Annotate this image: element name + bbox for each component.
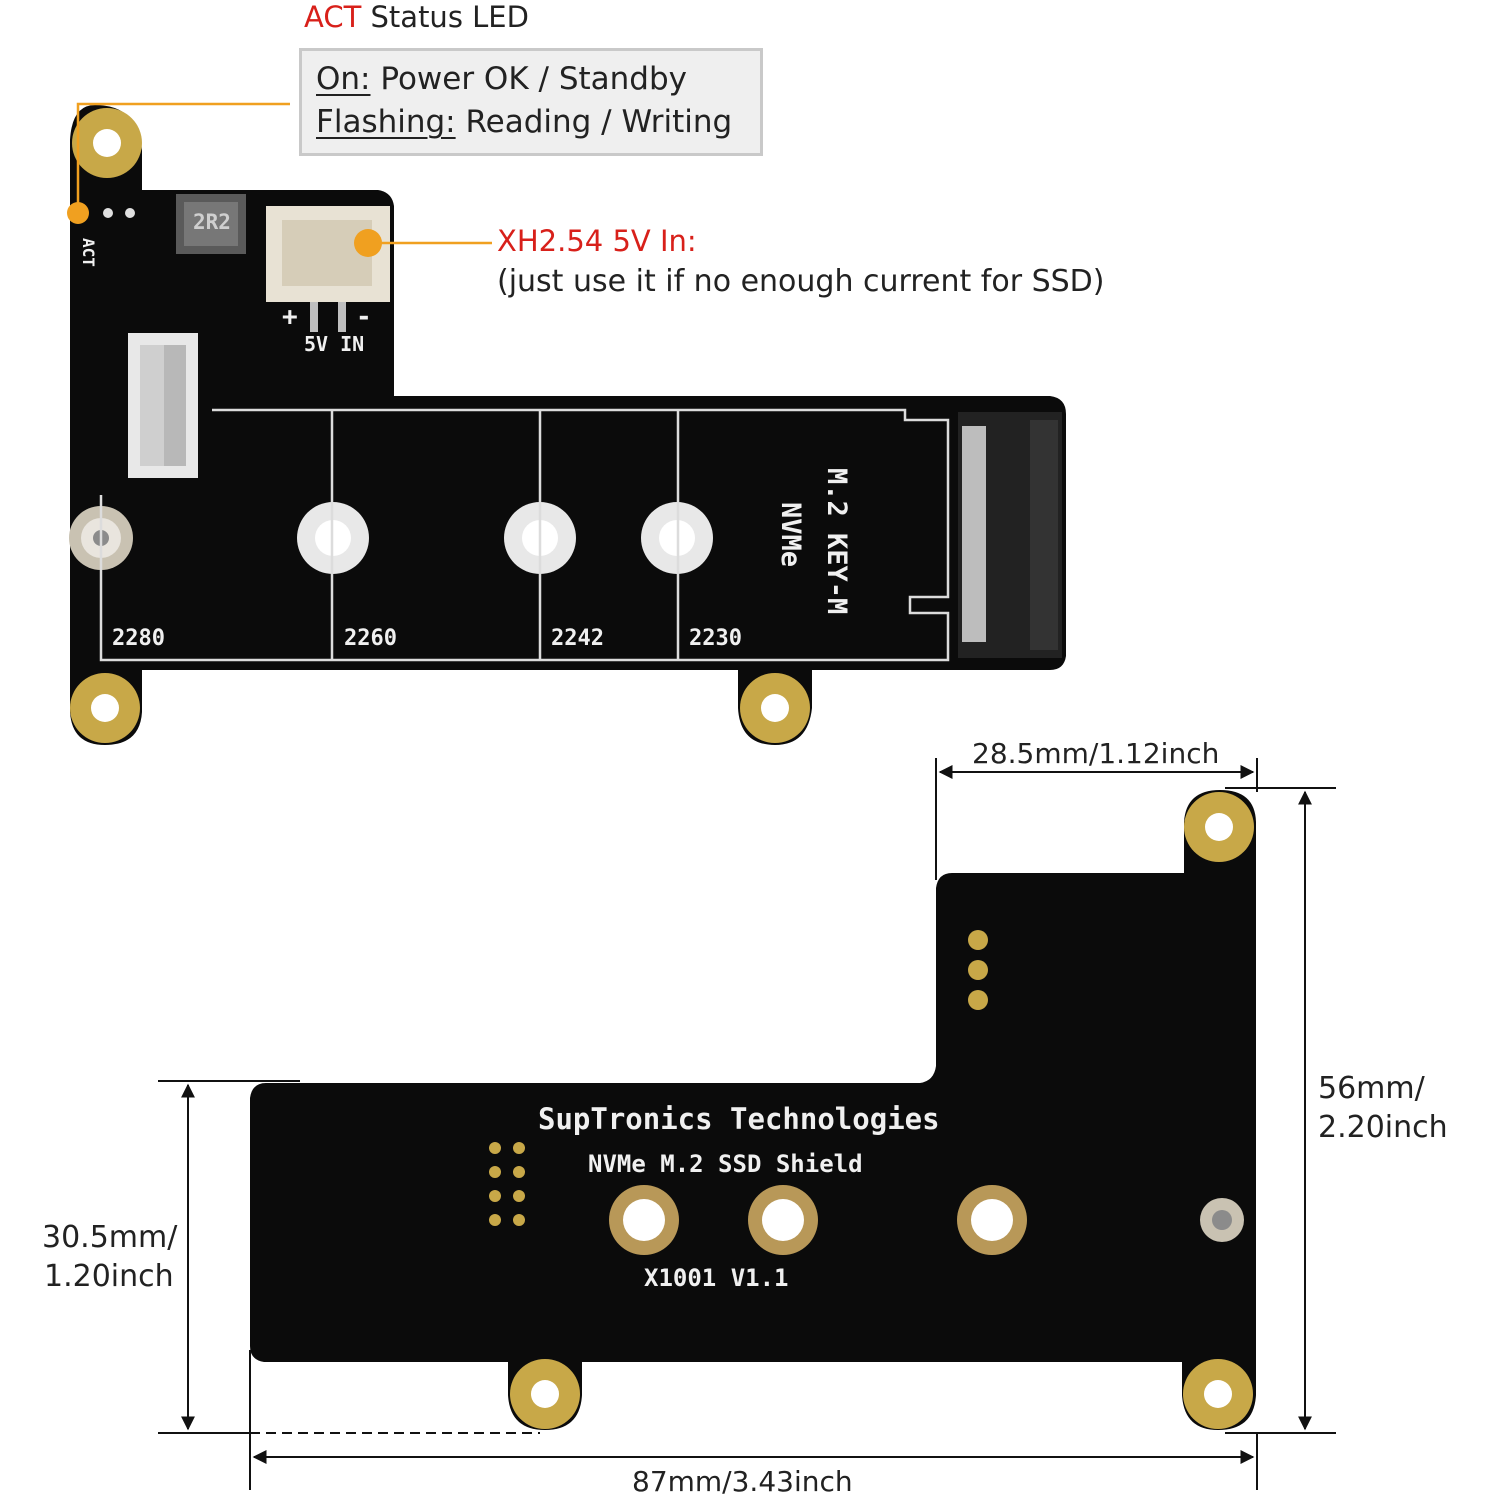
brand-label: SupTronics Technologies bbox=[538, 1102, 940, 1136]
dim-top-width: 28.5mm/1.12inch bbox=[972, 737, 1220, 770]
back-standoff bbox=[1200, 1198, 1244, 1242]
act-status-box bbox=[299, 48, 763, 156]
front-mount-hole-top bbox=[72, 108, 142, 178]
model-label: X1001 V1.1 bbox=[644, 1264, 789, 1292]
act-led bbox=[67, 202, 89, 224]
dim-height-line1: 56mm/ bbox=[1318, 1071, 1425, 1106]
front-board bbox=[67, 105, 1066, 745]
back-mount-hole-bottom-right bbox=[1183, 1359, 1253, 1429]
act-on-line: On: Power OK / Standby bbox=[316, 61, 687, 97]
silkscreen-lines bbox=[99, 408, 950, 662]
small-led-2 bbox=[125, 208, 135, 218]
front-mount-hole-bottom-mid bbox=[740, 673, 810, 743]
back-mount-hole-bottom-left bbox=[510, 1359, 580, 1429]
back-mount-hole-top-right bbox=[1184, 792, 1254, 862]
inductor bbox=[176, 194, 246, 254]
back-pcb-outline bbox=[250, 790, 1256, 1430]
dim-left-line1: 30.5mm/ bbox=[42, 1220, 178, 1255]
act-flashing-line: Flashing: Reading / Writing bbox=[316, 104, 733, 140]
act-status-led-title: ACT Status LED bbox=[304, 0, 529, 34]
ffc-connector bbox=[128, 333, 198, 478]
size-label-2242: 2242 bbox=[551, 626, 604, 651]
back-slot-hole-1 bbox=[609, 1185, 679, 1255]
callout-leaders bbox=[76, 102, 492, 245]
back-board bbox=[250, 790, 1256, 1430]
nvme-label: NVMe bbox=[775, 502, 806, 568]
size-label-2260: 2260 bbox=[344, 626, 397, 651]
inductor-label: 2R2 bbox=[193, 210, 231, 234]
plus-label: + bbox=[282, 302, 298, 332]
size-label-2230: 2230 bbox=[689, 626, 742, 651]
product-label: NVMe M.2 SSD Shield bbox=[588, 1150, 863, 1178]
small-led-1 bbox=[103, 208, 113, 218]
dimension-lines bbox=[158, 758, 1336, 1490]
front-mount-hole-bottom-left bbox=[70, 673, 140, 743]
dim-height-line2: 2.20inch bbox=[1318, 1110, 1448, 1145]
five-v-in-label: 5V IN bbox=[304, 332, 365, 356]
back-slot-hole-2 bbox=[748, 1185, 818, 1255]
minus-label: - bbox=[356, 302, 372, 332]
act-silk-label: ACT bbox=[79, 238, 98, 267]
m2-socket bbox=[958, 412, 1062, 658]
m2-key-m-label: M.2 KEY-M bbox=[821, 468, 852, 615]
dim-total-width: 87mm/3.43inch bbox=[632, 1465, 853, 1498]
back-slot-hole-3 bbox=[957, 1185, 1027, 1255]
dim-left-line2: 1.20inch bbox=[44, 1259, 174, 1294]
size-label-2280: 2280 bbox=[112, 626, 165, 651]
xh-connector-title: XH2.54 5V In: bbox=[497, 224, 697, 258]
test-pads bbox=[489, 930, 988, 1226]
xh-connector-note: (just use it if no enough current for SS… bbox=[497, 264, 1105, 299]
